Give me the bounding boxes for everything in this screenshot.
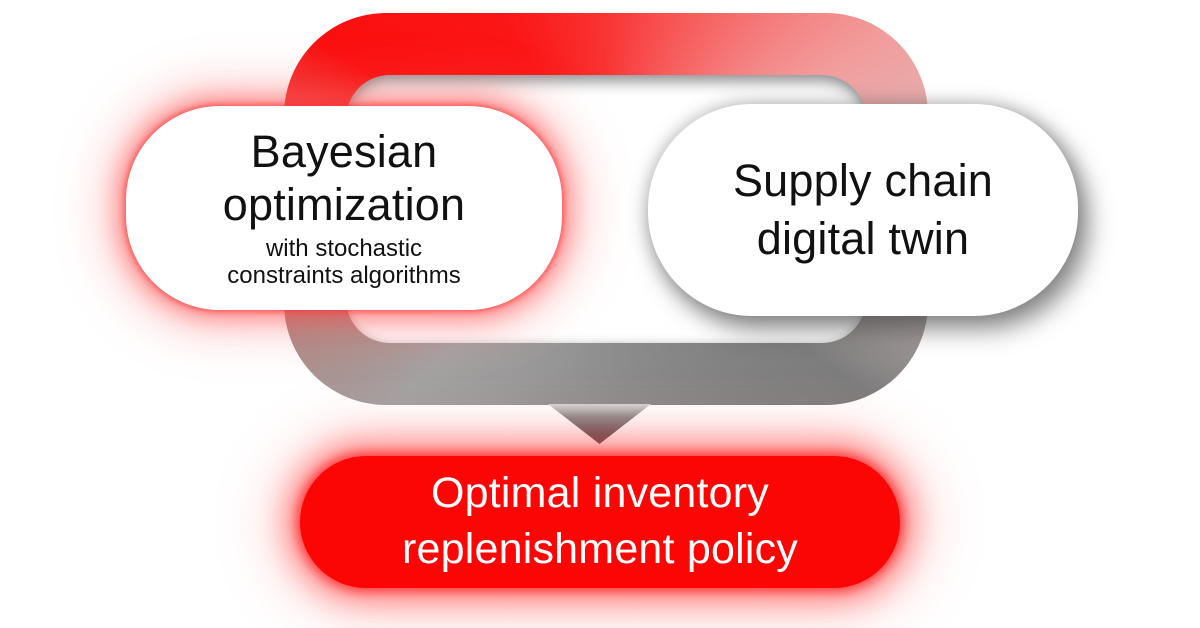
down-arrow-icon <box>548 404 651 444</box>
outcome-title-line-2: replenishment policy <box>402 525 798 573</box>
node-optimal-replenishment-policy: Optimal inventory replenishment policy <box>300 456 900 588</box>
supply-chain-title: Supply chain digital twin <box>733 152 993 267</box>
bayesian-title-line-1: Bayesian <box>250 126 438 178</box>
node-bayesian-optimization: Bayesian optimization with stochastic co… <box>126 106 562 310</box>
bayesian-subtitle-line-1: with stochastic <box>265 234 423 262</box>
bayesian-title: Bayesian optimization <box>223 126 466 230</box>
supply-chain-title-line-1: Supply chain <box>732 155 994 207</box>
supply-chain-title-line-2: digital twin <box>756 213 970 264</box>
outcome-title: Optimal inventory replenishment policy <box>402 466 798 578</box>
bayesian-subtitle-line-2: constraints algorithms <box>227 262 461 290</box>
outcome-title-line-1: Optimal inventory <box>431 469 769 518</box>
node-supply-chain-digital-twin: Supply chain digital twin <box>648 104 1078 316</box>
bayesian-subtitle: with stochastic constraints algorithms <box>227 235 460 290</box>
bayesian-title-line-2: optimization <box>222 178 466 230</box>
